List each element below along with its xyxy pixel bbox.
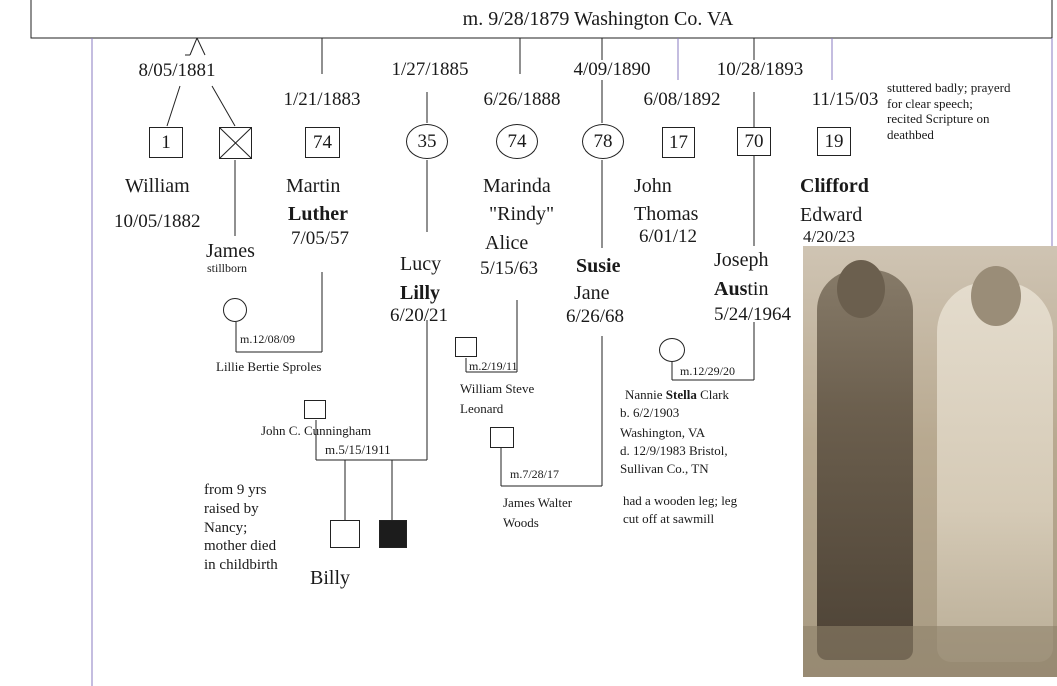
sproles-name: Lillie Bertie Sproles — [216, 359, 322, 374]
lilly-death: 6/20/21 — [390, 305, 449, 326]
photo-man-head — [837, 260, 885, 318]
billy-note-line: Nancy; — [204, 519, 248, 536]
william-death: 10/05/1882 — [114, 211, 201, 232]
cunningham-name: John C. Cunningham — [261, 423, 372, 438]
woods-symbol[interactable] — [490, 427, 514, 448]
luther-name1: Martin — [286, 175, 341, 197]
stella-name-bold: Stella — [665, 387, 697, 402]
woods-name1: James Walter — [503, 495, 573, 510]
stillborn-child-symbol[interactable] — [379, 520, 407, 548]
william-name: William — [125, 175, 190, 197]
woods-name2: Woods — [503, 515, 539, 530]
rindy-age: 74 — [507, 130, 527, 152]
luther-birth: 1/21/1883 — [283, 89, 361, 110]
austin-marriage: m.12/29/20 — [680, 364, 736, 378]
susie-age: 78 — [593, 130, 613, 152]
billy-note: from 9 yrs raised by Nancy; mother died … — [204, 481, 304, 575]
marriage-bar — [30, 0, 1053, 39]
billy-note-line: mother died — [204, 538, 277, 555]
stella-born: b. 6/2/1903 — [620, 405, 680, 420]
rindy-symbol[interactable]: 74 — [496, 124, 538, 159]
sproles-symbol[interactable] — [223, 298, 247, 322]
photo-woman — [937, 282, 1053, 662]
lilly-symbol[interactable]: 35 — [406, 124, 448, 159]
austin-death: 5/24/1964 — [714, 304, 792, 325]
susie-marriage: m.7/28/17 — [510, 467, 560, 481]
clifford-name2: Edward — [800, 204, 863, 226]
william-age: 1 — [161, 131, 171, 153]
stella-note1: had a wooden leg; leg — [623, 493, 738, 508]
x-mark-icon — [220, 128, 251, 158]
rindy-name2: "Rindy" — [489, 203, 555, 225]
billy-note-line: raised by — [204, 500, 259, 517]
billy-note-line: from 9 yrs — [204, 482, 267, 498]
austin-age: 70 — [744, 130, 764, 152]
luther-symbol[interactable]: 74 — [305, 127, 340, 158]
clifford-symbol[interactable]: 19 — [817, 127, 851, 156]
leonard-symbol[interactable] — [455, 337, 477, 357]
susie-name2: Jane — [574, 282, 610, 304]
stella-name-suffix: Clark — [696, 387, 729, 402]
austin-name2-rest: tin — [747, 278, 769, 300]
austin-name2-bold: Aus — [714, 278, 748, 300]
stella-name-prefix: Nannie — [625, 387, 666, 402]
james-note: stillborn — [207, 261, 248, 275]
john-symbol[interactable]: 17 — [662, 127, 695, 158]
couple-photo — [803, 246, 1057, 677]
billy-name: Billy — [310, 567, 351, 589]
rindy-name1: Marinda — [483, 175, 551, 197]
billy-symbol[interactable] — [330, 520, 360, 548]
rindy-marriage: m.2/19/11 — [469, 359, 518, 373]
john-age: 17 — [669, 131, 688, 153]
cunningham-symbol[interactable] — [304, 400, 326, 419]
stella-died-place: Sullivan Co., TN — [620, 461, 709, 476]
lilly-name1: Lucy — [400, 253, 442, 275]
austin-symbol[interactable]: 70 — [737, 127, 771, 156]
john-name2: Thomas — [634, 203, 699, 225]
susie-name1: Susie — [576, 255, 621, 277]
austin-birth: 10/28/1893 — [716, 59, 804, 80]
john-birth: 6/08/1892 — [643, 89, 721, 110]
luther-death: 7/05/57 — [291, 228, 350, 249]
luther-marriage: m.12/08/09 — [240, 332, 296, 346]
rindy-birth: 6/26/1888 — [483, 89, 561, 110]
luther-name2: Luther — [288, 203, 348, 225]
photo-ground — [803, 626, 1057, 677]
stella-born-place: Washington, VA — [620, 425, 706, 440]
stella-name: Nannie Stella Clark — [625, 388, 729, 401]
austin-name2: Austin — [714, 279, 768, 299]
leonard-name2: Leonard — [460, 401, 504, 416]
clifford-death: 4/20/23 — [803, 227, 855, 246]
clifford-birth: 11/15/03 — [811, 89, 879, 110]
twins-birth-date: 8/05/1881 — [138, 60, 216, 81]
susie-birth: 4/09/1890 — [573, 59, 651, 80]
stella-symbol[interactable] — [659, 338, 685, 362]
lilly-marriage: m.5/15/1911 — [325, 442, 391, 457]
william-symbol[interactable]: 1 — [149, 127, 183, 158]
austin-name1: Joseph — [714, 249, 769, 271]
stella-died: d. 12/9/1983 Bristol, — [620, 443, 728, 458]
lilly-name2: Lilly — [400, 282, 441, 304]
rindy-name3: Alice — [485, 232, 529, 254]
rindy-death: 5/15/63 — [480, 258, 539, 279]
john-death: 6/01/12 — [639, 226, 698, 247]
john-name1: John — [634, 175, 672, 197]
clifford-name1: Clifford — [800, 175, 869, 197]
james-name: James — [206, 240, 255, 262]
lilly-birth: 1/27/1885 — [391, 59, 469, 80]
photo-woman-head — [971, 266, 1021, 326]
clifford-age: 19 — [824, 130, 844, 152]
clifford-note: stuttered badly; prayerd for clear speec… — [887, 80, 1011, 142]
marriage-label: m. 9/28/1879 Washington Co. VA — [462, 8, 734, 30]
billy-note-line: in childbirth — [204, 557, 278, 573]
susie-symbol[interactable]: 78 — [582, 124, 624, 159]
leonard-name1: William Steve — [460, 381, 535, 396]
x-square-icon[interactable] — [219, 127, 252, 159]
photo-man — [817, 270, 913, 660]
luther-age: 74 — [313, 131, 332, 153]
stella-note2: cut off at sawmill — [623, 511, 715, 526]
lilly-age: 35 — [417, 130, 437, 152]
susie-death: 6/26/68 — [566, 306, 625, 327]
